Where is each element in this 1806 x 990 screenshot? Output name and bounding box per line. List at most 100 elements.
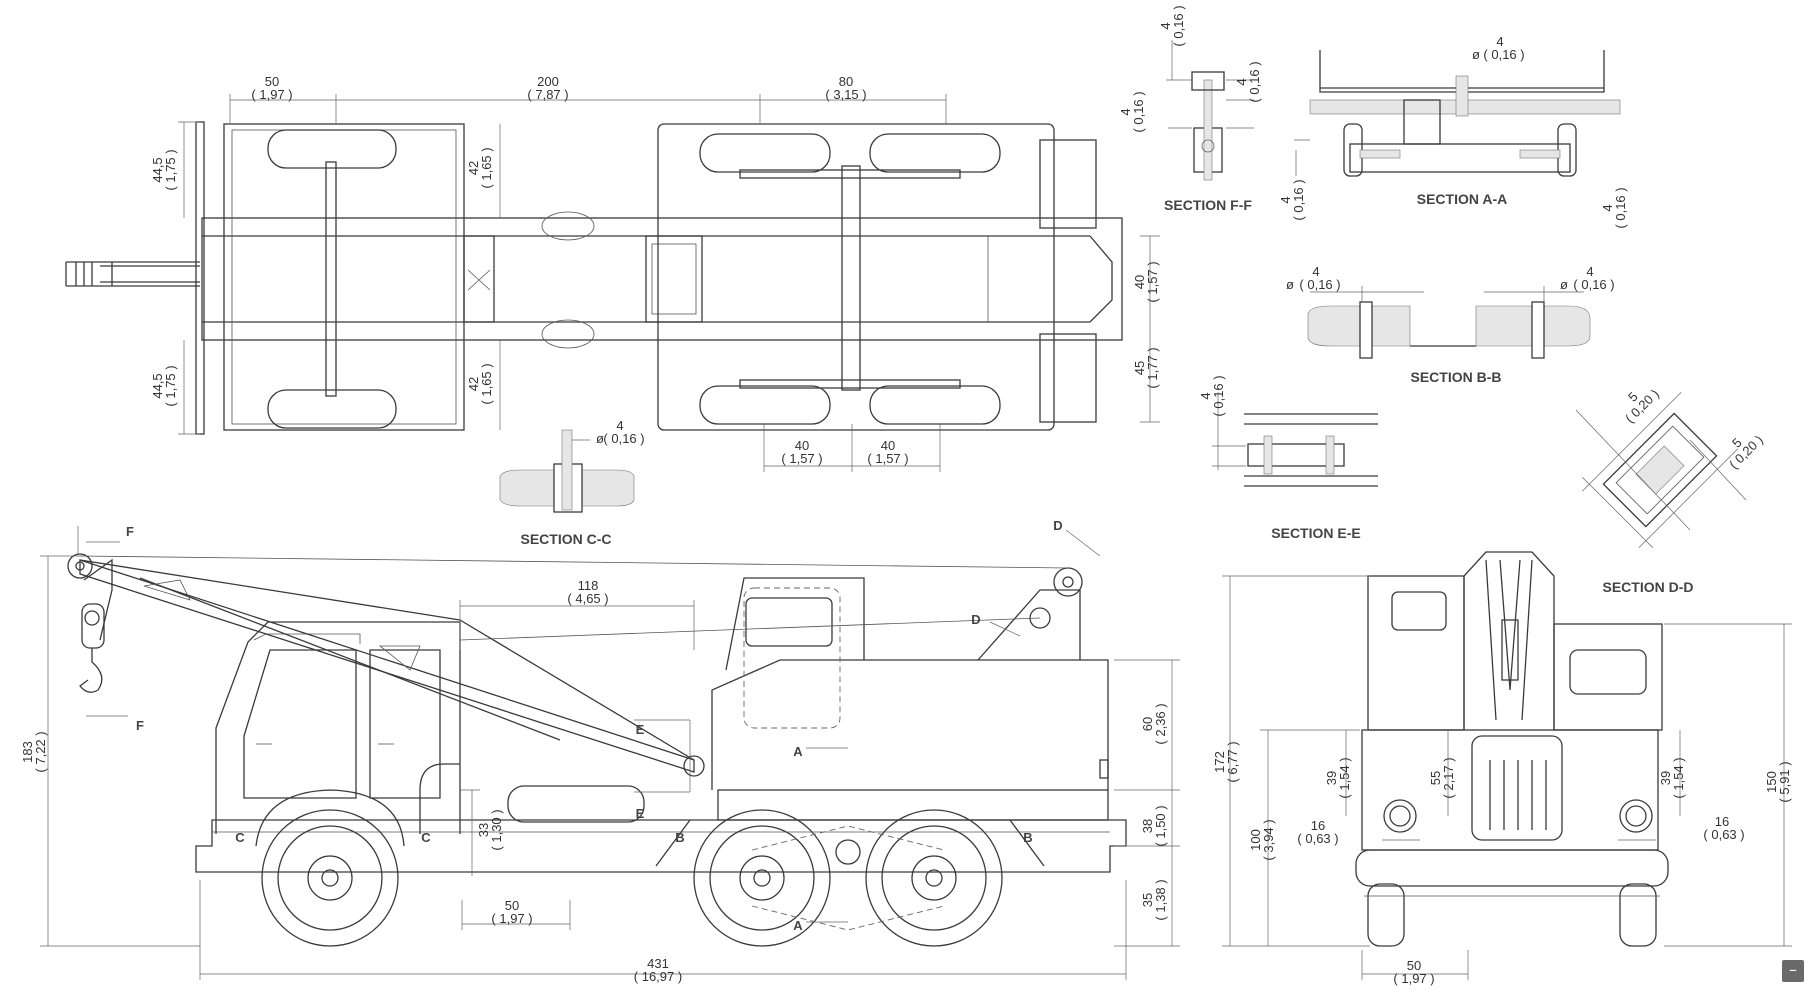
svg-text:44,5: 44,5 (150, 373, 165, 398)
svg-text:4: 4 (1118, 108, 1133, 115)
dim-front-16a: 16( 0,63 ) (1297, 818, 1338, 846)
svg-text:50: 50 (1407, 958, 1421, 973)
svg-text:4: 4 (1198, 392, 1213, 399)
svg-text:( 7,22 ): ( 7,22 ) (33, 731, 48, 772)
svg-text:( 0,16 ): ( 0,16 ) (1247, 61, 1262, 102)
svg-text:( 1,75 ): ( 1,75 ) (163, 149, 178, 190)
section-letter-e-bottom: E (636, 806, 645, 821)
section-letter-f-top: F (126, 524, 134, 539)
svg-text:4: 4 (1600, 204, 1615, 211)
section-c-c (499, 429, 635, 513)
dim-left-44-5-bottom: 44,5( 1,75 ) (150, 365, 178, 406)
svg-text:38: 38 (1140, 819, 1155, 833)
dim-side-33: 33( 1,30 ) (476, 809, 504, 850)
svg-text:( 1,30 ): ( 1,30 ) (489, 809, 504, 850)
svg-text:4: 4 (1234, 78, 1249, 85)
section-letter-d-top: D (1053, 518, 1062, 533)
svg-text:( 1,77 ): ( 1,77 ) (1145, 347, 1160, 388)
svg-text:( 1,97 ): ( 1,97 ) (491, 911, 532, 926)
dim-bot-40b: 40( 1,57 ) (867, 438, 908, 466)
svg-text:( 3,94 ): ( 3,94 ) (1261, 819, 1276, 860)
section-e-e (1212, 392, 1378, 487)
svg-text:( 1,57 ): ( 1,57 ) (781, 451, 822, 466)
svg-text:( 1,57 ): ( 1,57 ) (1145, 261, 1160, 302)
svg-text:431: 431 (647, 956, 669, 971)
dim-front-16b: 16( 0,63 ) (1703, 814, 1744, 842)
svg-text:42: 42 (466, 377, 481, 391)
dim-front-39a: 39( 1,54 ) (1324, 757, 1352, 798)
front-view (1222, 551, 1792, 980)
svg-text:( 0,16 ): ( 0,16 ) (1211, 375, 1226, 416)
dim-side-183: 183( 7,22 ) (20, 731, 48, 772)
section-d-d-title: SECTION D-D (1603, 579, 1694, 595)
dim-mid-42-top: 42( 1,65 ) (466, 147, 494, 188)
svg-text:50: 50 (265, 74, 279, 89)
svg-text:( 0,63 ): ( 0,63 ) (1297, 831, 1338, 846)
dim-side-118: 118( 4,65 ) (567, 578, 608, 606)
svg-text:ø: ø (596, 431, 604, 446)
dim-cc-diameter: 4( 0,16 )ø (596, 418, 645, 446)
svg-text:16: 16 (1715, 814, 1729, 829)
svg-text:40: 40 (1132, 275, 1147, 289)
svg-text:( 1,54 ): ( 1,54 ) (1337, 757, 1352, 798)
svg-text:80: 80 (839, 74, 853, 89)
dim-front-172: 172( 6,77 ) (1212, 741, 1240, 782)
dim-bot-40a: 40( 1,57 ) (781, 438, 822, 466)
svg-text:( 6,77 ): ( 6,77 ) (1225, 741, 1240, 782)
svg-text:4: 4 (1496, 34, 1503, 49)
svg-text:ø: ø (1560, 277, 1568, 292)
svg-text:( 0,16 ): ( 0,16 ) (1299, 277, 1340, 292)
section-letter-b-right: B (1023, 830, 1032, 845)
dim-ff-diameter-2: 4( 0,16 ) (1234, 61, 1262, 102)
svg-text:( 0,16 ): ( 0,16 ) (1171, 5, 1186, 46)
dim-aa-diameter-right: 4( 0,16 ) (1600, 187, 1628, 228)
svg-text:( 5,91 ): ( 5,91 ) (1777, 761, 1792, 802)
svg-text:( 1,97 ): ( 1,97 ) (251, 87, 292, 102)
svg-text:( 0,63 ): ( 0,63 ) (1703, 827, 1744, 842)
svg-text:( 4,65 ): ( 4,65 ) (567, 591, 608, 606)
dim-aa-diameter-top: 4( 0,16 )ø (1472, 34, 1525, 62)
dim-side-35: 35( 1,38 ) (1140, 879, 1168, 920)
dim-right-45: 45( 1,77 ) (1132, 347, 1160, 388)
minus-icon[interactable]: – (1782, 960, 1804, 982)
dim-mid-42-bottom: 42( 1,65 ) (466, 363, 494, 404)
dim-front-150: 150( 5,91 ) (1764, 761, 1792, 802)
section-e-e-title: SECTION E-E (1271, 525, 1360, 541)
svg-text:183: 183 (20, 741, 35, 763)
section-d-d (1575, 391, 1747, 549)
section-a-a-title: SECTION A-A (1417, 191, 1507, 207)
svg-text:39: 39 (1658, 771, 1673, 785)
svg-text:40: 40 (881, 438, 895, 453)
dim-side-50: 50( 1,97 ) (491, 898, 532, 926)
svg-text:( 7,87 ): ( 7,87 ) (527, 87, 568, 102)
svg-text:4: 4 (1158, 22, 1173, 29)
svg-text:50: 50 (505, 898, 519, 913)
section-letter-e-top: E (636, 722, 645, 737)
svg-text:( 0,16 ): ( 0,16 ) (1573, 277, 1614, 292)
svg-text:( 3,15 ): ( 3,15 ) (825, 87, 866, 102)
svg-text:39: 39 (1324, 771, 1339, 785)
svg-text:( 2,36 ): ( 2,36 ) (1153, 703, 1168, 744)
svg-text:172: 172 (1212, 751, 1227, 773)
dim-top-50: 50( 1,97 ) (251, 74, 292, 102)
svg-text:ø: ø (1472, 47, 1480, 62)
dim-side-38: 38( 1,50 ) (1140, 805, 1168, 846)
svg-text:( 16,97 ): ( 16,97 ) (634, 969, 682, 984)
dim-top-200: 200( 7,87 ) (527, 74, 568, 102)
svg-text:42: 42 (466, 161, 481, 175)
section-letter-c-left: C (235, 830, 245, 845)
dim-front-100: 100( 3,94 ) (1248, 819, 1276, 860)
section-f-f-title: SECTION F-F (1164, 197, 1252, 213)
section-a-a (1294, 50, 1621, 177)
svg-text:4: 4 (1312, 264, 1319, 279)
svg-text:( 1,97 ): ( 1,97 ) (1393, 971, 1434, 986)
svg-text:60: 60 (1140, 717, 1155, 731)
dim-front-55: 55( 2,17 ) (1428, 757, 1456, 798)
svg-text:( 1,38 ): ( 1,38 ) (1153, 879, 1168, 920)
side-view (40, 526, 1180, 980)
svg-text:40: 40 (795, 438, 809, 453)
dim-front-50: 50( 1,97 ) (1393, 958, 1434, 986)
dim-ee-diameter: 4( 0,16 ) (1198, 375, 1226, 416)
dim-side-431: 431( 16,97 ) (634, 956, 682, 984)
